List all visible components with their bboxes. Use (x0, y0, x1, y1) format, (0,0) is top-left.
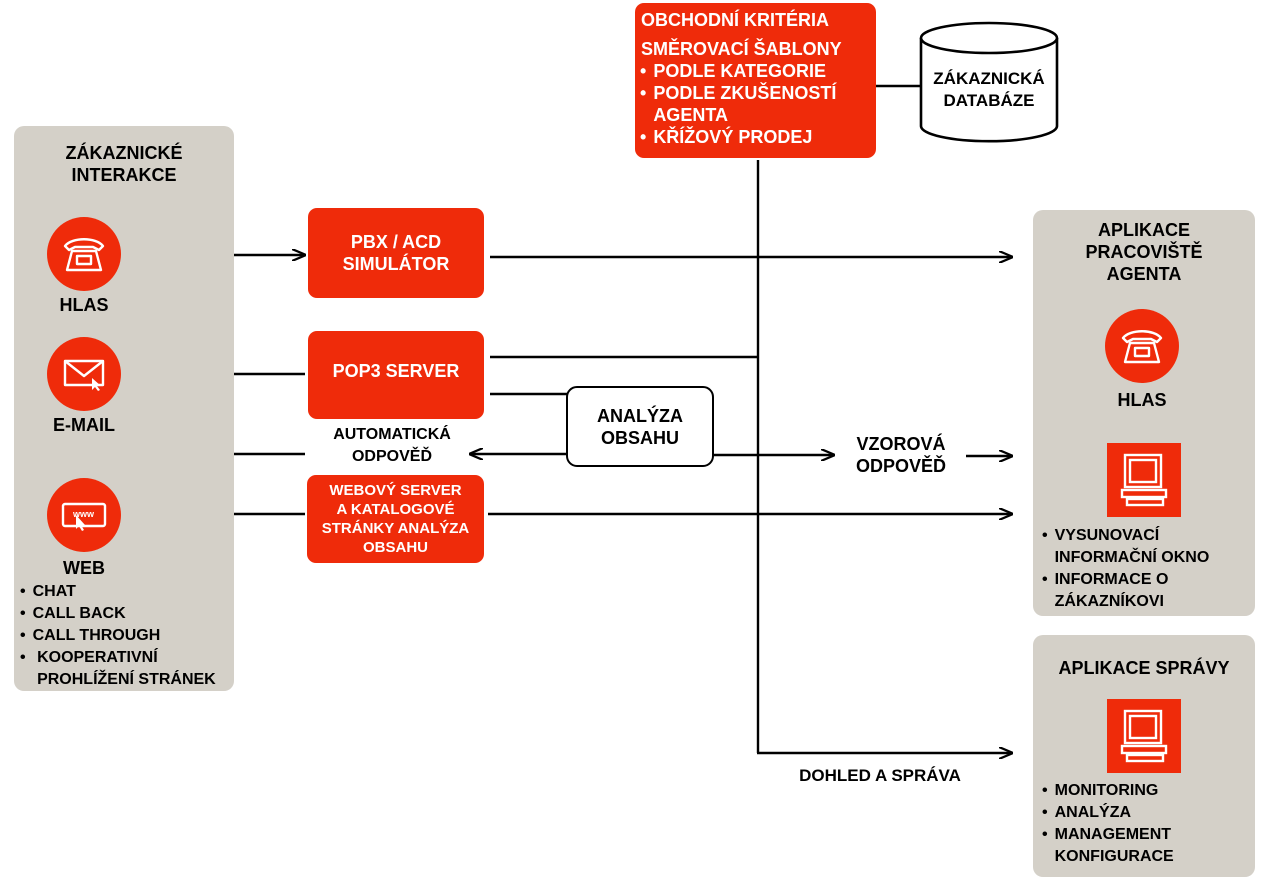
computer-icon (1120, 453, 1168, 507)
list-item: CALL BACK (20, 603, 227, 625)
monitoring-label: DOHLED A SPRÁVA (799, 766, 961, 785)
agent-features-list: VYSUNOVACÍ INFORMAČNÍ OKNO INFORMACE O Z… (1042, 525, 1235, 613)
computer-icon (1120, 709, 1168, 763)
admin-features-list: MONITORING ANALÝZA MANAGEMENT KONFIGURAC… (1042, 780, 1205, 868)
list-item: PODLE KATEGORIE (640, 60, 876, 82)
web-features-list: CHAT CALL BACK CALL THROUGH KOOPERATIVNÍ… (20, 581, 227, 691)
list-item: ANALÝZA (1042, 802, 1205, 824)
list-item: KOOPERATIVNÍ PROHLÍŽENÍ STRÁNEK (20, 647, 227, 691)
admin-computer-icon (1107, 699, 1181, 773)
admin-panel-title: APLIKACE SPRÁVY (1058, 658, 1230, 678)
list-item: PODLE ZKUŠENOSTÍ AGENTA (640, 82, 876, 126)
list-item: INFORMACE O ZÁKAZNÍKOVI (1042, 569, 1235, 613)
pop3-server-box: POP3 SERVER (308, 331, 484, 419)
list-item: VYSUNOVACÍ INFORMAČNÍ OKNO (1042, 525, 1235, 569)
phone-icon (1121, 330, 1163, 364)
agent-computer-icon (1107, 443, 1181, 517)
email-label: E-MAIL (53, 415, 115, 435)
email-channel-icon (47, 337, 121, 411)
web-label: WEB (63, 558, 105, 578)
list-item: KŘÍŽOVÝ PRODEJ (640, 126, 876, 148)
voice-label: HLAS (59, 295, 109, 315)
customer-database-icon (919, 21, 1059, 143)
criteria-title: OBCHODNÍ KRITÉRIA (641, 10, 829, 30)
list-item: CALL THROUGH (20, 625, 227, 647)
web-icon: www (61, 502, 107, 531)
list-item: MANAGEMENT KONFIGURACE (1042, 824, 1205, 868)
list-item: CHAT (20, 581, 227, 603)
envelope-icon (63, 359, 105, 391)
voice-channel-icon (47, 217, 121, 291)
list-item: MONITORING (1042, 780, 1205, 802)
criteria-list: PODLE KATEGORIE PODLE ZKUŠENOSTÍ AGENTA … (635, 60, 876, 148)
business-criteria-box: OBCHODNÍ KRITÉRIA SMĚROVACÍ ŠABLONY PODL… (635, 3, 876, 158)
svg-text:www: www (72, 509, 95, 519)
criteria-subtitle: SMĚROVACÍ ŠABLONY (641, 39, 842, 59)
phone-icon (63, 238, 105, 272)
web-channel-icon: www (47, 478, 121, 552)
agent-voice-label: HLAS (1117, 390, 1167, 410)
agent-voice-icon (1105, 309, 1179, 383)
